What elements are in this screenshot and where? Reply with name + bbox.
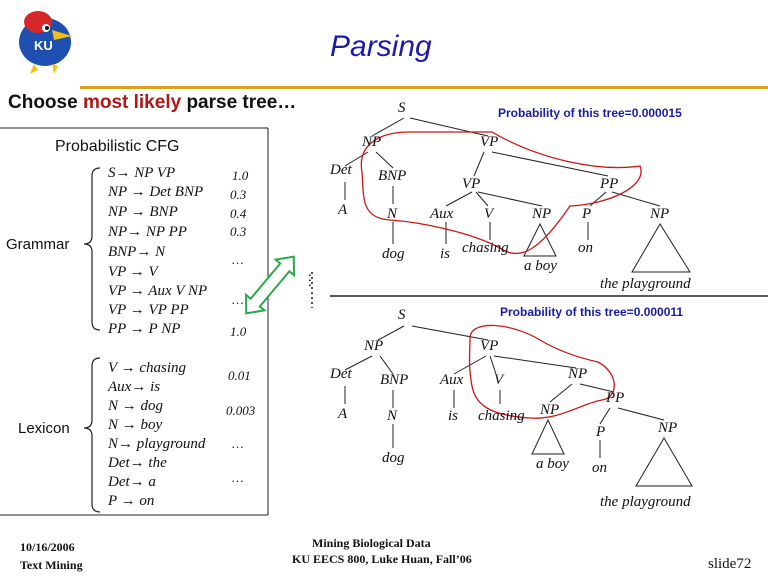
lexicon-prob: … xyxy=(232,436,244,451)
tree1-leaf: on xyxy=(578,240,593,256)
ku-jayhawk-logo xyxy=(19,11,72,74)
grammar-prob: 0.3 xyxy=(230,187,247,202)
tree2-leaf: is xyxy=(448,408,459,424)
tree1-probability: Probability of this tree=0.000015 xyxy=(498,106,682,120)
subtitle-highlight: most likely xyxy=(82,92,182,113)
grammar-prob: 1.0 xyxy=(232,168,249,183)
lexicon-rule: V → chasing xyxy=(108,360,187,376)
tree2-node: VP xyxy=(480,338,499,354)
tree2-node: NP xyxy=(568,366,588,382)
tree1-node: N xyxy=(387,206,398,222)
footer-course: Text Mining xyxy=(20,558,83,572)
lexicon-rule: N → dog xyxy=(108,398,164,414)
tree2-node: P xyxy=(596,424,606,440)
tree1-node: BNP xyxy=(378,168,407,184)
tree1-leaf: chasing xyxy=(462,240,509,256)
tree1-node: S xyxy=(398,100,406,116)
tree1-node: NP xyxy=(362,134,382,150)
lexicon-prob: … xyxy=(232,470,244,485)
grammar-rule: NP → Det BNP xyxy=(108,184,204,200)
lexicon-rule: Det→ a xyxy=(108,474,156,490)
logo-text: KU xyxy=(34,38,53,53)
footer-center-line2: KU EECS 800, Luke Huan, Fall’06 xyxy=(292,552,472,566)
lexicon-label: Lexicon xyxy=(18,420,70,437)
tree2-node: NP xyxy=(658,420,678,436)
tree2-node: PP xyxy=(606,390,625,406)
tree1-node: Aux xyxy=(430,206,454,222)
tree2-probability: Probability of this tree=0.000011 xyxy=(500,305,684,319)
tree2-leaf: a boy xyxy=(536,456,569,472)
footer-date: 10/16/2006 xyxy=(20,540,75,554)
tree2-node: Det xyxy=(330,366,352,382)
lexicon-rule: N→ playground xyxy=(108,436,206,452)
lexicon-prob: 0.01 xyxy=(228,368,251,383)
lexicon-rule: Det→ the xyxy=(108,455,167,471)
tree1-node: NP xyxy=(650,206,670,222)
grammar-prob: 1.0 xyxy=(230,324,247,339)
title-divider xyxy=(80,86,768,89)
tree2-node: Aux xyxy=(440,372,464,388)
tree1-node: P xyxy=(582,206,592,222)
tree2-node: BNP xyxy=(380,372,409,388)
slide-number: slide72 xyxy=(708,556,752,572)
tree1-leaf: a boy xyxy=(524,258,557,274)
lexicon-rule: N → boy xyxy=(108,417,163,433)
pcfg-heading: Probabilistic CFG xyxy=(55,138,180,155)
grammar-rule: VP → V xyxy=(108,264,158,280)
tree2-leaf: dog xyxy=(382,450,405,466)
tree2-leaf: the playground xyxy=(600,494,691,510)
page-title: Parsing xyxy=(330,30,432,63)
tree1-node: NP xyxy=(532,206,552,222)
tree2-leaf: chasing xyxy=(478,408,525,424)
tree2-node: NP xyxy=(540,402,560,418)
tree1-node: PP xyxy=(600,176,619,192)
tree2-node: A xyxy=(338,406,348,422)
tree1-leaf: dog xyxy=(382,246,405,262)
grammar-rule: PP → P NP xyxy=(108,321,181,337)
grammar-prob: 0.4 xyxy=(230,206,247,221)
grammar-rule: VP → Aux V NP xyxy=(108,283,208,299)
vertical-ellipsis: … xyxy=(305,273,322,288)
tree1-node: V xyxy=(484,206,494,222)
grammar-prob: … xyxy=(232,252,244,267)
tree2-node: V xyxy=(494,372,504,388)
grammar-rule: VP → VP PP xyxy=(108,302,189,318)
tree1-node: Det xyxy=(330,162,352,178)
tree1-node: A xyxy=(338,202,348,218)
lexicon-rule: P → on xyxy=(108,493,155,509)
lexicon-rule: Aux→ is xyxy=(108,379,161,395)
tree2-leaf: on xyxy=(592,460,607,476)
tree2-node: S xyxy=(398,307,406,323)
grammar-label: Grammar xyxy=(6,236,70,253)
grammar-rule: BNP→ N xyxy=(108,244,166,260)
grammar-prob: 0.3 xyxy=(230,224,247,239)
grammar-rule: S→ NP VP xyxy=(108,165,176,181)
tree2-node: NP xyxy=(364,338,384,354)
tree1-node: VP xyxy=(462,176,481,192)
lexicon-prob: 0.003 xyxy=(226,403,256,418)
grammar-prob: … xyxy=(232,292,244,307)
tree1-leaf: the playground xyxy=(600,276,691,292)
tree2-node: N xyxy=(387,408,398,424)
tree1-leaf: is xyxy=(440,246,451,262)
grammar-rule: NP → BNP xyxy=(108,204,178,220)
footer-center-line1: Mining Biological Data xyxy=(312,536,431,550)
grammar-rule: NP→ NP PP xyxy=(108,224,187,240)
subtitle: Choose most likely parse tree… xyxy=(8,92,297,113)
tree1-node: VP xyxy=(480,134,499,150)
